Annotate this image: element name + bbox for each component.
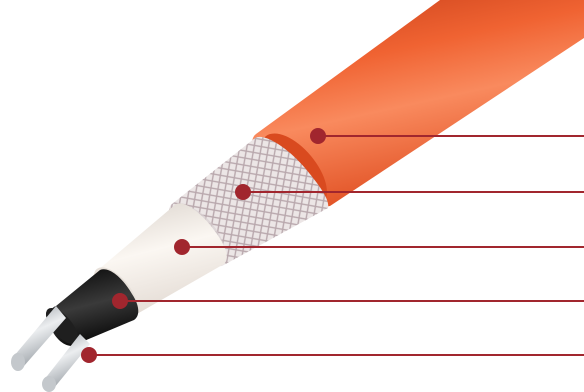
- callout-dot: [310, 128, 326, 144]
- callout-dot: [112, 293, 128, 309]
- callout-dot: [235, 184, 251, 200]
- callout-dot: [81, 347, 97, 363]
- callout-dot: [174, 239, 190, 255]
